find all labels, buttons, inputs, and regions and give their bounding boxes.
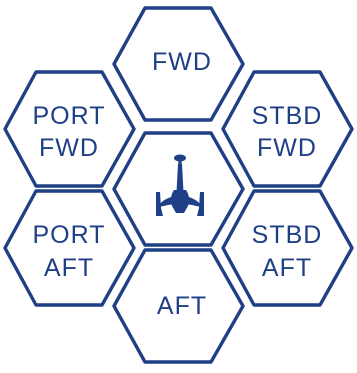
hex-fwd[interactable]: FWD [112, 6, 245, 122]
hex-center [112, 131, 245, 247]
hex-port-fwd-label-line2: FWD [39, 134, 99, 162]
hex-port-aft-label-line1: PORT [33, 221, 106, 249]
hex-port-fwd-label-line1: PORT [33, 102, 106, 130]
hex-aft[interactable]: AFT [112, 248, 245, 364]
hex-port-aft-label-line2: AFT [44, 254, 94, 282]
hex-stbd-fwd-label-line2: FWD [257, 134, 317, 162]
hex-port-aft[interactable]: PORT AFT [3, 189, 136, 307]
klingon-ship-icon [156, 154, 204, 216]
hex-stbd-aft[interactable]: STBD AFT [221, 189, 354, 307]
hex-fwd-label: FWD [152, 48, 212, 76]
hex-aft-label: AFT [157, 292, 207, 320]
hex-stbd-aft-label-line1: STBD [252, 221, 323, 249]
hex-stbd-aft-label-line2: AFT [262, 254, 312, 282]
hex-stbd-fwd[interactable]: STBD FWD [221, 70, 354, 188]
hex-port-fwd[interactable]: PORT FWD [3, 70, 136, 188]
hex-stbd-fwd-label-line1: STBD [252, 102, 323, 130]
